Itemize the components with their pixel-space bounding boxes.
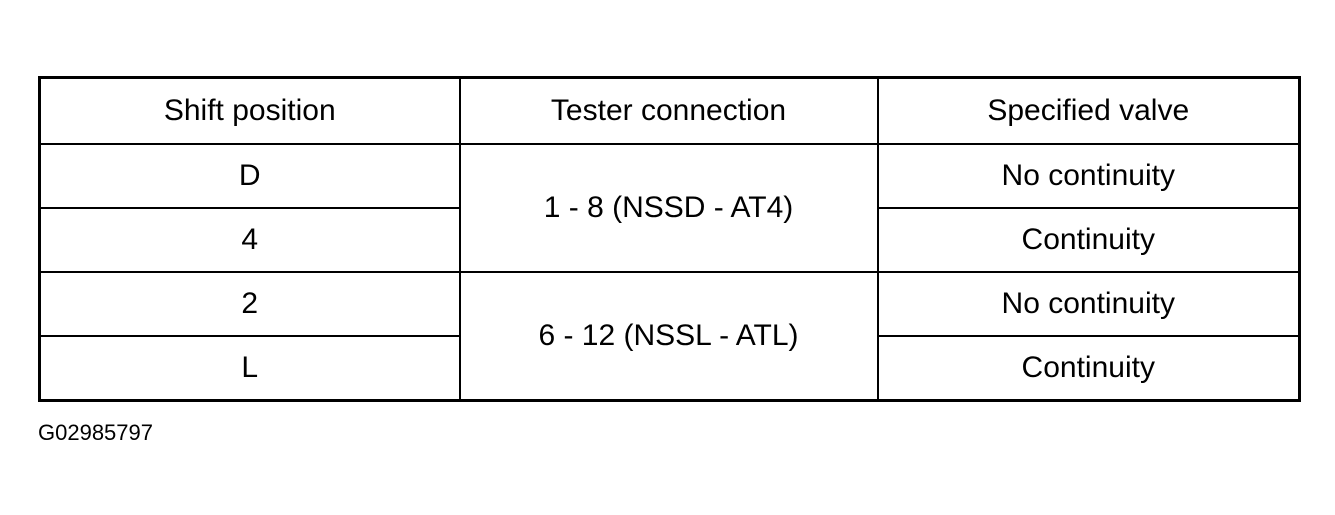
table-row: L Continuity [38, 335, 1301, 402]
cell-specified-value: No continuity [876, 271, 1301, 337]
header-specified-value: Specified valve [876, 76, 1301, 145]
cell-specified-value: No continuity [876, 143, 1301, 209]
table-row: 2 6 - 12 (NSSL - ATL) No continuity [38, 271, 1301, 402]
figure-id: G02985797 [38, 420, 153, 445]
cell-specified-value: Continuity [876, 335, 1301, 402]
table-row: D 1 - 8 (NSSD - AT4) No continuity [38, 143, 1301, 273]
table-row: 4 Continuity [38, 207, 1301, 273]
cell-specified-value: Continuity [876, 207, 1301, 273]
cell-shift-position: D [38, 143, 461, 209]
cell-shift-position: L [38, 335, 461, 402]
cell-tester-connection: 6 - 12 (NSSL - ATL) [458, 271, 879, 402]
specification-table: Shift position Tester connection Specifi… [38, 76, 1301, 402]
cell-shift-position: 2 [38, 271, 461, 337]
table-header-row: Shift position Tester connection Specifi… [38, 76, 1301, 145]
cell-shift-position: 4 [38, 207, 461, 273]
cell-tester-connection: 1 - 8 (NSSD - AT4) [458, 143, 879, 273]
header-tester-connection: Tester connection [458, 76, 879, 145]
header-shift-position: Shift position [38, 76, 461, 145]
